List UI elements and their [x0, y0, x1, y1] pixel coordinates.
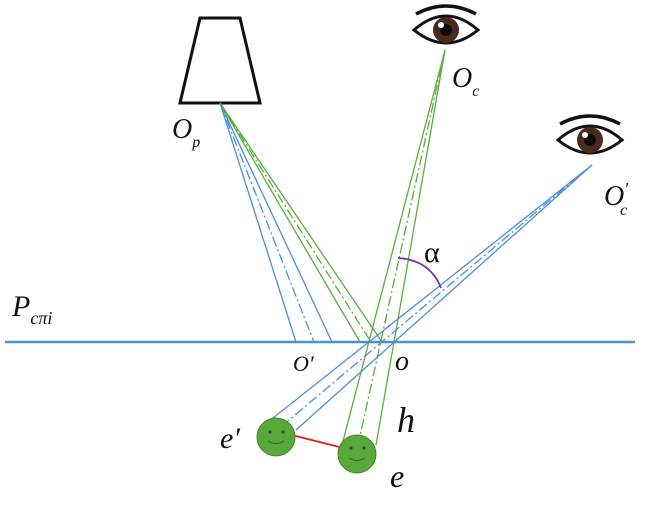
label-camera: Oc: [452, 63, 479, 100]
label-height: h: [397, 400, 415, 440]
label-point-e-prime: e′: [220, 422, 240, 455]
camera-rays-green: [341, 49, 446, 446]
angle-arc: [397, 257, 442, 289]
projector-rays-green: [219, 102, 383, 343]
eye-icon: [411, 4, 481, 45]
label-point-o-prime: O′: [293, 351, 315, 376]
ball-e: [337, 434, 377, 474]
eye-icon-2: [555, 114, 625, 155]
label-point-e: e: [390, 458, 404, 494]
projector-rays-blue: [219, 102, 333, 343]
label-projector: Op: [172, 114, 200, 151]
projector-icon: [178, 16, 262, 105]
ball-e-prime: [256, 417, 296, 457]
camera2-rays-blue: [267, 164, 593, 431]
label-point-o: o: [395, 346, 409, 377]
label-camera2: O′c: [604, 179, 629, 219]
label-plane: Pcπi: [11, 290, 52, 328]
label-angle: α: [424, 236, 440, 269]
